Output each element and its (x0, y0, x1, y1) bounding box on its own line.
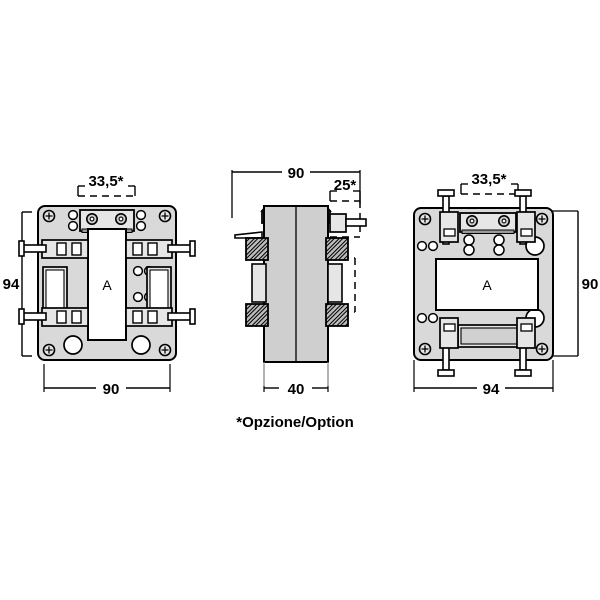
rear-view: 33,5* 90 94 (413, 171, 599, 398)
screw-icon (418, 342, 432, 356)
screw-icon (158, 209, 172, 223)
front-dim-90-label: 90 (103, 381, 120, 398)
front-clamp-bottom-right (125, 307, 196, 327)
rear-top-terminal-screws (465, 215, 510, 228)
rear-central-body (435, 258, 539, 311)
front-central-body (87, 228, 127, 341)
rear-dim-94: 94 (413, 360, 554, 398)
front-dim-90: 90 (43, 364, 171, 398)
side-dim-25: 25* (329, 177, 361, 202)
rear-dim-33-5-label: 33,5* (471, 171, 506, 188)
front-clamp-top-right (125, 239, 196, 259)
side-terminal-block-lower-right (325, 303, 349, 327)
rear-bolt-bottom-right (514, 317, 536, 377)
screw-icon (535, 342, 549, 356)
side-right-pin (345, 218, 367, 227)
side-view: 90 25* 40 (231, 165, 367, 398)
front-body-label: A (102, 277, 112, 293)
rear-bottom-recess-inner (460, 327, 518, 345)
side-dim-40-label: 40 (288, 381, 305, 398)
side-terminal-block-upper-right (325, 237, 349, 261)
front-view: 33,5* 94 90 (3, 173, 196, 398)
side-dim-25-label: 25* (334, 177, 357, 194)
side-right-rail (327, 263, 343, 303)
side-left-rail (251, 263, 267, 303)
front-bottom-holes (63, 335, 151, 355)
rear-corner-screws (418, 212, 549, 356)
rear-bolt-top-right (514, 189, 536, 245)
front-corner-screws (42, 209, 172, 357)
rear-dim-94-label: 94 (483, 381, 500, 398)
screw-icon (158, 343, 172, 357)
rear-bolt-bottom-left (437, 317, 459, 377)
rear-bolt-top-left (437, 189, 459, 245)
side-dim-90-label: 90 (288, 165, 305, 182)
front-dim-94-label: 94 (3, 276, 20, 293)
front-top-terminal-screws (86, 213, 128, 226)
rear-vent-holes (416, 240, 439, 324)
screw-icon (42, 209, 56, 223)
side-terminal-block-upper-left (245, 237, 269, 261)
drawing-footnote: *Opzione/Option (236, 414, 354, 431)
side-dim-90: 90 (231, 165, 361, 218)
screw-icon (42, 343, 56, 357)
front-clamp-bottom-left (18, 307, 89, 327)
front-dim-94: 94 (3, 211, 32, 357)
screw-icon (418, 212, 432, 226)
front-dim-33-5-label: 33,5* (88, 173, 123, 190)
rear-body-label: A (482, 277, 492, 293)
rear-top-terminal-base (461, 229, 515, 234)
rear-dim-90-label: 90 (582, 276, 599, 293)
front-clamp-top-left (18, 239, 89, 259)
screw-icon (535, 212, 549, 226)
rear-double-holes (463, 234, 505, 256)
side-terminal-block-lower-left (245, 303, 269, 327)
front-dim-33-5: 33,5* (77, 173, 136, 197)
side-right-terminal (329, 213, 347, 233)
